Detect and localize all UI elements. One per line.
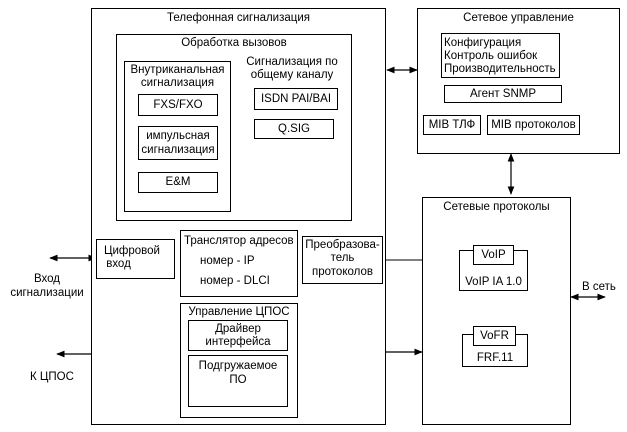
signaling-input-line1: Вход xyxy=(33,273,60,285)
loadable-software-line1: Подгружаемое xyxy=(198,360,278,372)
network-management-title: Сетевое управление xyxy=(463,12,574,24)
mib-protocols-box xyxy=(487,115,580,135)
isdn-box xyxy=(254,88,338,110)
pulse-signaling-line2: сигнализация xyxy=(141,144,215,156)
dsp-control-title: Управление ЦПОС xyxy=(188,306,290,318)
snmp-agent-box xyxy=(444,85,562,103)
in-channel-title-line1: Внутриканальная xyxy=(130,64,225,76)
address-translator-title: Транслятор адресов xyxy=(184,235,294,247)
pulse-signaling-box xyxy=(138,126,218,160)
qsig-box xyxy=(254,119,334,139)
voip-ia-label: VoIP IA 1.0 xyxy=(465,276,522,288)
vofr-box xyxy=(473,326,516,346)
management-functions-box xyxy=(441,33,560,78)
voip-label: VoIP xyxy=(481,249,506,261)
digital-input-box xyxy=(96,239,175,279)
interface-driver-box xyxy=(188,320,288,351)
error-control-item: Контроль ошибок xyxy=(444,50,538,62)
em-box xyxy=(138,172,218,193)
network-protocols-block xyxy=(422,197,571,425)
mib-protocols-label: MIB протоколов xyxy=(491,119,576,131)
config-item: Конфигурация xyxy=(444,37,522,49)
protocol-converter-box xyxy=(302,236,383,284)
protocol-converter-line2: тель xyxy=(330,252,355,264)
in-channel-title-line2: сигнализация xyxy=(140,77,215,89)
protocol-converter-line1: Преобразова- xyxy=(305,239,380,251)
common-channel-title-line2: общему каналу xyxy=(250,69,334,81)
digital-input-line1: Цифровой xyxy=(104,245,160,257)
pulse-signaling-line1: импульсная xyxy=(146,130,210,142)
performance-item: Производительность xyxy=(444,63,556,75)
address-translator-box xyxy=(180,230,298,297)
common-channel-title-line1: Сигнализация по xyxy=(246,56,338,68)
interface-driver-line2: интерфейса xyxy=(205,336,271,348)
to-dsp-label: К ЦПОС xyxy=(30,371,74,383)
network-protocols-title: Сетевые протоколы xyxy=(443,201,550,213)
vofr-label: VoFR xyxy=(480,330,509,342)
address-translator-ip: номер - IP xyxy=(200,255,255,267)
protocol-converter-line3: протоколов xyxy=(312,266,373,278)
telephone-signaling-title: Телефонная сигнализация xyxy=(166,12,311,24)
digital-input-line2: вход xyxy=(106,258,131,270)
interface-driver-line1: Драйвер xyxy=(215,323,261,335)
voip-box xyxy=(473,245,514,265)
signaling-input-line2: сигнализации xyxy=(10,287,84,299)
address-translator-dlci: номер - DLCI xyxy=(200,275,270,287)
loadable-software-box xyxy=(188,355,288,407)
isdn-label: ISDN PAI/BAI xyxy=(260,93,332,105)
loadable-software-line2: ПО xyxy=(229,374,247,386)
frf-label: FRF.11 xyxy=(476,352,514,364)
fxs-fxo-label: FXS/FXO xyxy=(153,99,203,111)
em-label: E&M xyxy=(165,176,191,188)
to-network-label: В сеть xyxy=(582,281,616,293)
mib-tlf-box xyxy=(423,115,481,135)
qsig-label: Q.SIG xyxy=(278,123,310,135)
mib-tlf-label: MIB ТЛФ xyxy=(428,119,476,131)
snmp-agent-label: Агент SNMP xyxy=(469,88,537,100)
call-processing-title: Обработка вызовов xyxy=(181,37,287,49)
fxs-fxo-box xyxy=(138,94,218,116)
